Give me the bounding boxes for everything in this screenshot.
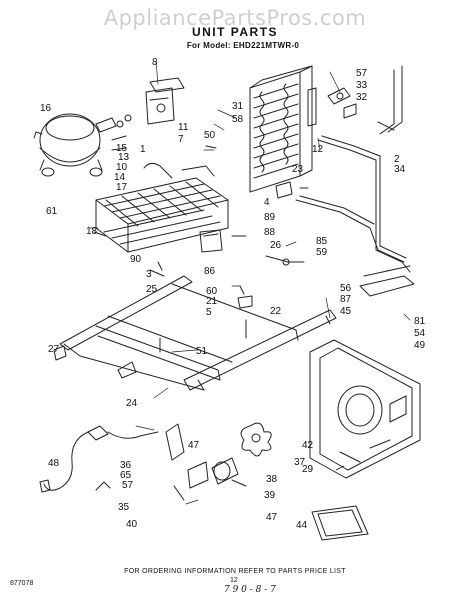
fan-shroud-drawing	[309, 339, 421, 479]
callout-number: 33	[356, 80, 368, 91]
callout-number: 51	[196, 346, 208, 357]
callout-number: 39	[264, 490, 276, 501]
defrost-parts-drawing	[307, 87, 357, 127]
callout-number: 90	[130, 254, 142, 265]
callout-number: 12	[312, 144, 324, 155]
callout-number: 81	[414, 316, 426, 327]
handwritten-date: 7 9 0 - 8 - 7	[224, 585, 276, 595]
callout-number: 16	[40, 103, 52, 114]
relay-drawing	[199, 181, 309, 266]
callout-number: 88	[264, 227, 276, 238]
callout-number: 37	[294, 457, 306, 468]
callout-number: 61	[46, 206, 58, 217]
top-bracket-drawing	[145, 77, 185, 125]
callout-number: 25	[146, 284, 158, 295]
callout-number: 38	[266, 474, 278, 485]
ordering-note: FOR ORDERING INFORMATION REFER TO PARTS …	[124, 568, 346, 575]
callout-number: 44	[296, 520, 308, 531]
callout-number: 13	[118, 152, 130, 163]
callout-number: 11	[178, 122, 189, 133]
fan-motor-drawing	[165, 422, 272, 501]
base-frame-drawing	[53, 275, 337, 391]
callout-number: 18	[86, 226, 98, 237]
callout-number: 23	[292, 164, 304, 175]
callout-number: 24	[126, 398, 138, 409]
tubing-drawing	[295, 135, 415, 297]
page-number: 12	[230, 577, 238, 584]
callout-number: 34	[394, 164, 406, 175]
callout-leaders	[89, 61, 411, 505]
callout-number: 22	[270, 306, 282, 317]
callout-number: 89	[264, 212, 276, 223]
callout-number: 10	[116, 162, 128, 173]
power-cord-drawing	[39, 425, 159, 493]
callout-number: 17	[116, 182, 128, 193]
callout-number: 49	[414, 340, 426, 351]
evaporator-coil-drawing	[249, 65, 313, 193]
callout-number: 31	[232, 101, 244, 112]
callout-number: 59	[316, 247, 328, 258]
condenser-coil-drawing	[95, 162, 229, 253]
callout-number: 57	[122, 480, 134, 491]
page-title: UNIT PARTS	[191, 25, 279, 39]
callout-number: 7	[178, 134, 184, 145]
callout-number: 3	[146, 269, 152, 280]
callout-number: 87	[340, 294, 352, 305]
callout-number: 15	[116, 143, 128, 154]
heater-wire-drawing	[377, 65, 403, 135]
callout-number: 27	[48, 344, 60, 355]
callout-number: 40	[126, 519, 138, 530]
callout-number: 26	[270, 240, 282, 251]
watermark: AppliancePartsPros.com	[103, 6, 367, 30]
callout-number: 42	[302, 440, 314, 451]
callout-number: 48	[48, 458, 60, 469]
callout-number: 5	[206, 307, 212, 318]
callout-number: 35	[118, 502, 130, 513]
callout-number: 1	[140, 144, 146, 155]
callout-number: 29	[302, 464, 314, 475]
callout-number: 14	[114, 172, 126, 183]
fasteners-drawing	[33, 131, 331, 353]
callout-number: 47	[266, 512, 278, 523]
callout-number: 47	[188, 440, 200, 451]
callout-number: 57	[356, 68, 368, 79]
document-code: 877078	[10, 580, 34, 587]
callout-number: 36	[120, 460, 132, 471]
callout-number: 21	[206, 296, 218, 307]
callout-number: 65	[120, 470, 132, 481]
callout-number: 32	[356, 92, 368, 103]
callout-number: 45	[340, 306, 352, 317]
compressor-drawing	[39, 113, 132, 177]
model-label: For Model: EHD221MTWR-0	[186, 41, 300, 50]
drain-pan-drawing	[311, 505, 369, 541]
callout-number: 60	[206, 286, 218, 297]
callout-number: 58	[232, 114, 244, 125]
callout-number: 86	[204, 266, 216, 277]
callout-number: 85	[316, 236, 328, 247]
callout-number: 2	[394, 154, 400, 165]
callout-number: 50	[204, 130, 216, 141]
callout-number: 54	[414, 328, 426, 339]
callout-number: 8	[152, 57, 158, 68]
callout-number: 56	[340, 283, 352, 294]
callout-number: 4	[264, 197, 270, 208]
